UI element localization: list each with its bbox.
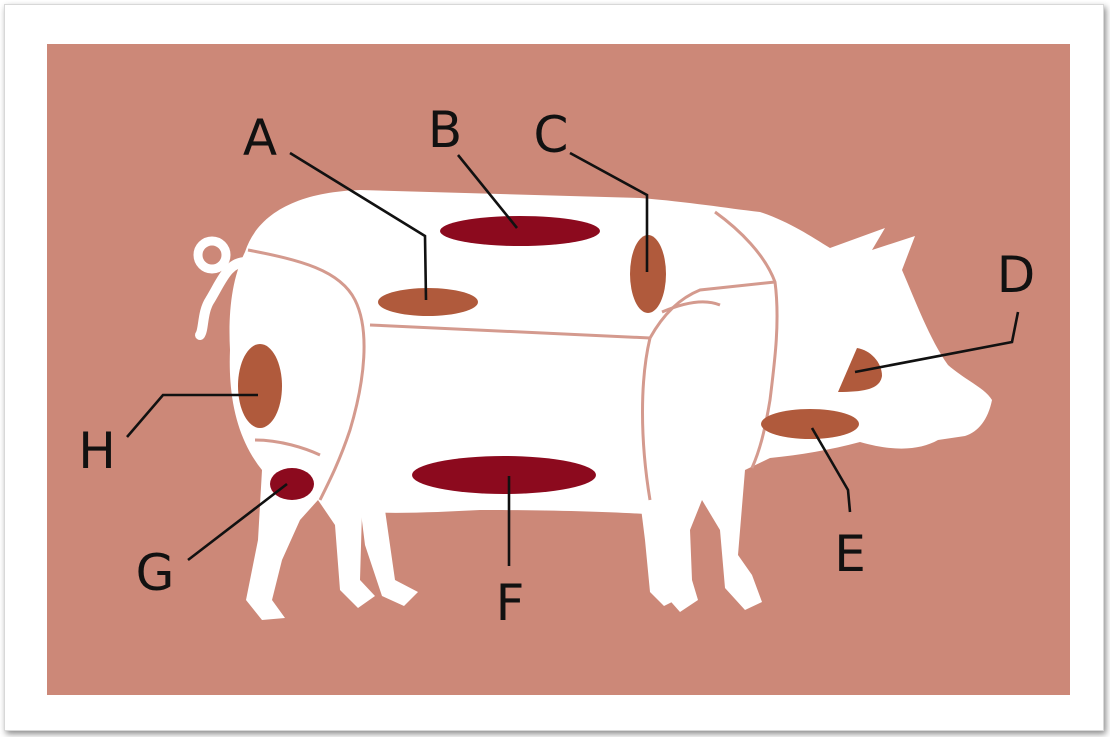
cut-marker-e (761, 409, 859, 439)
label-h: H (78, 422, 116, 480)
label-f: F (496, 574, 525, 632)
label-c: C (534, 106, 569, 164)
label-e: E (834, 525, 866, 583)
label-b: B (428, 101, 462, 159)
cut-marker-f (412, 456, 596, 494)
cut-marker-a (378, 288, 478, 316)
label-a: A (243, 109, 277, 167)
cut-marker-g (270, 468, 314, 500)
cut-marker-b (440, 216, 600, 246)
label-d: D (997, 246, 1036, 304)
cut-marker-h (238, 344, 282, 428)
label-g: G (136, 544, 175, 602)
